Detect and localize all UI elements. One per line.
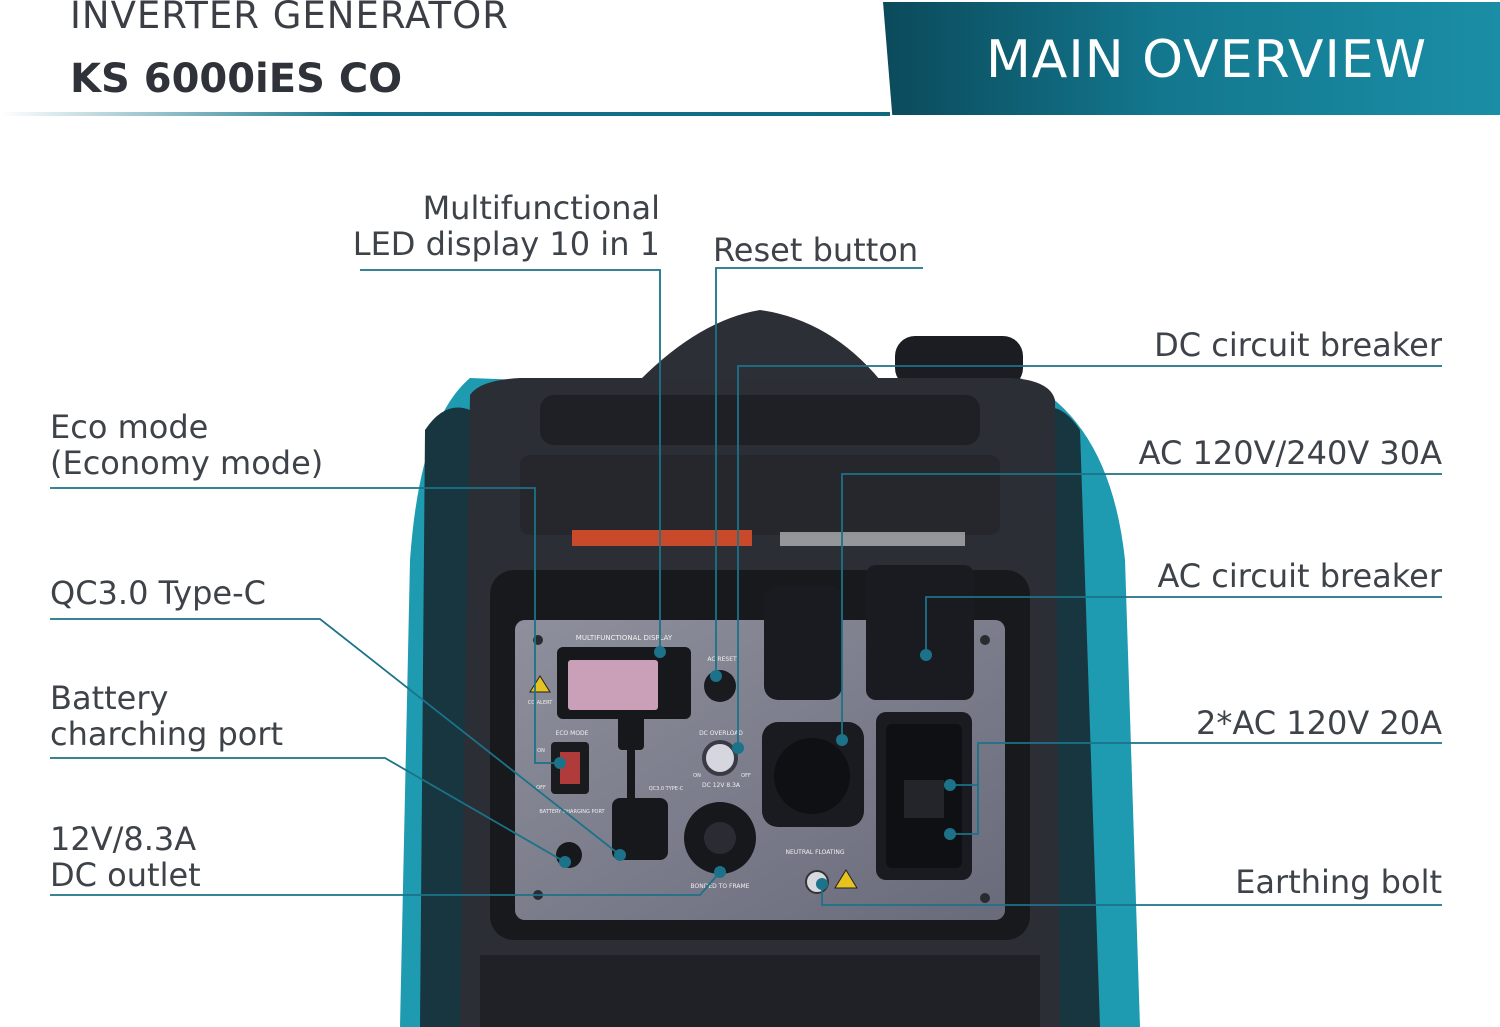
ac30-cover bbox=[764, 585, 842, 700]
callout-led-display: Multifunctional LED display 10 in 1 bbox=[330, 190, 660, 262]
ac-breaker-dot bbox=[920, 649, 932, 661]
warning-sticker bbox=[572, 530, 752, 546]
usb-cap bbox=[618, 712, 644, 750]
callout-eco-mode-line2: (Economy mode) bbox=[50, 444, 324, 482]
earthing-leader bbox=[821, 884, 1442, 906]
qc-dot bbox=[614, 849, 626, 861]
callout-dc-outlet-line2: DC outlet bbox=[50, 856, 201, 894]
callout-battery-port: Battery charching port bbox=[50, 680, 283, 752]
warning-triangle-icon bbox=[834, 869, 858, 889]
earthing-dot bbox=[816, 878, 828, 890]
banner-title: MAIN OVERVIEW bbox=[985, 30, 1428, 90]
panel-bonded-to-frame: BONDED TO FRAME bbox=[691, 883, 750, 890]
panel-eco-mode: ECO MODE bbox=[556, 730, 589, 737]
product-subtitle: INVERTER GENERATOR bbox=[70, 0, 509, 37]
ac20-dot-top bbox=[944, 779, 956, 791]
usb-cap-tether bbox=[627, 748, 635, 802]
ac30-socket bbox=[774, 738, 850, 814]
ac20-leader bbox=[950, 742, 1442, 835]
eco-dot bbox=[554, 757, 566, 769]
eco-leader bbox=[50, 487, 560, 764]
callout-battery-port-line1: Battery bbox=[50, 679, 169, 717]
callout-eco-mode-line1: Eco mode bbox=[50, 408, 209, 446]
ac-breaker-leader bbox=[925, 596, 1442, 655]
panel-eco-off: OFF bbox=[536, 785, 546, 791]
header: INVERTER GENERATOR KS 6000iES CO bbox=[0, 0, 900, 118]
info-sticker bbox=[780, 532, 965, 546]
ac30-dot bbox=[836, 734, 848, 746]
panel-qc-label: QC3.0 TYPE-C bbox=[649, 786, 684, 792]
qc-leader bbox=[50, 618, 621, 856]
panel-co-alert: CO ALERT bbox=[528, 700, 553, 706]
led-display-screen bbox=[568, 660, 658, 710]
panel-dc-overload: DC OVERLOAD bbox=[699, 730, 743, 737]
callout-dc-outlet: 12V/8.3A DC outlet bbox=[50, 821, 201, 893]
panel-dc-rating: DC 12V 8.3A bbox=[702, 782, 741, 789]
callout-earthing-bolt: Earthing bolt bbox=[1235, 863, 1442, 901]
led-display-dot bbox=[654, 646, 666, 658]
dc-outlet-leader bbox=[50, 871, 721, 896]
ac20-cover bbox=[866, 565, 974, 700]
panel-dc-on: ON bbox=[693, 773, 701, 779]
led-display-leader bbox=[360, 269, 661, 652]
battery-leader bbox=[50, 757, 566, 863]
dc-breaker-leader bbox=[737, 365, 1442, 748]
fuel-cap bbox=[895, 336, 1023, 388]
callout-dc-breaker: DC circuit breaker bbox=[1154, 326, 1442, 364]
callout-ac-20a: 2*AC 120V 20A bbox=[1196, 704, 1442, 742]
callout-battery-port-line2: charching port bbox=[50, 715, 284, 753]
panel-battery-charging: BATTERY CHARGING PORT bbox=[539, 809, 605, 815]
callout-eco-mode: Eco mode (Economy mode) bbox=[50, 409, 323, 481]
dc-outlet-center bbox=[704, 822, 736, 854]
product-model: KS 6000iES CO bbox=[70, 56, 403, 102]
top-hump bbox=[640, 310, 880, 380]
header-rule bbox=[0, 112, 890, 116]
callout-reset-button: Reset button bbox=[713, 231, 919, 269]
usb-port-housing bbox=[612, 798, 668, 860]
gfci-buttons bbox=[904, 780, 944, 818]
carry-handle bbox=[540, 395, 980, 445]
callout-ac-breaker: AC circuit breaker bbox=[1157, 557, 1442, 595]
panel-eco-on: ON bbox=[537, 748, 545, 754]
screw bbox=[980, 893, 990, 903]
panel-dc-off: OFF bbox=[741, 773, 751, 779]
panel-ac-reset: AC RESET bbox=[707, 656, 737, 663]
callout-led-display-line2: LED display 10 in 1 bbox=[352, 225, 660, 263]
dc-outlet-dot bbox=[714, 866, 726, 878]
ac30-leader bbox=[841, 473, 1442, 740]
panel-display-title: MULTIFUNCTIONAL DISPLAY bbox=[576, 634, 673, 642]
dc-breaker-knob bbox=[702, 740, 738, 776]
reset-dot bbox=[710, 670, 722, 682]
handle-recess bbox=[520, 455, 1000, 535]
screw bbox=[980, 635, 990, 645]
main-overview-banner: MAIN OVERVIEW bbox=[883, 2, 1500, 115]
battery-dot bbox=[559, 856, 571, 868]
dc-breaker-dot bbox=[732, 742, 744, 754]
callout-ac-30a: AC 120V/240V 30A bbox=[1138, 434, 1442, 472]
callout-led-display-line1: Multifunctional bbox=[422, 189, 660, 227]
reset-leader bbox=[715, 267, 923, 676]
callout-qc30: QC3.0 Type-C bbox=[50, 574, 266, 612]
bottom-vent bbox=[480, 955, 1040, 1027]
panel-neutral-floating: NEUTRAL FLOATING bbox=[785, 849, 844, 856]
ac20-dot-bottom bbox=[944, 828, 956, 840]
callout-dc-outlet-line1: 12V/8.3A bbox=[50, 820, 197, 858]
